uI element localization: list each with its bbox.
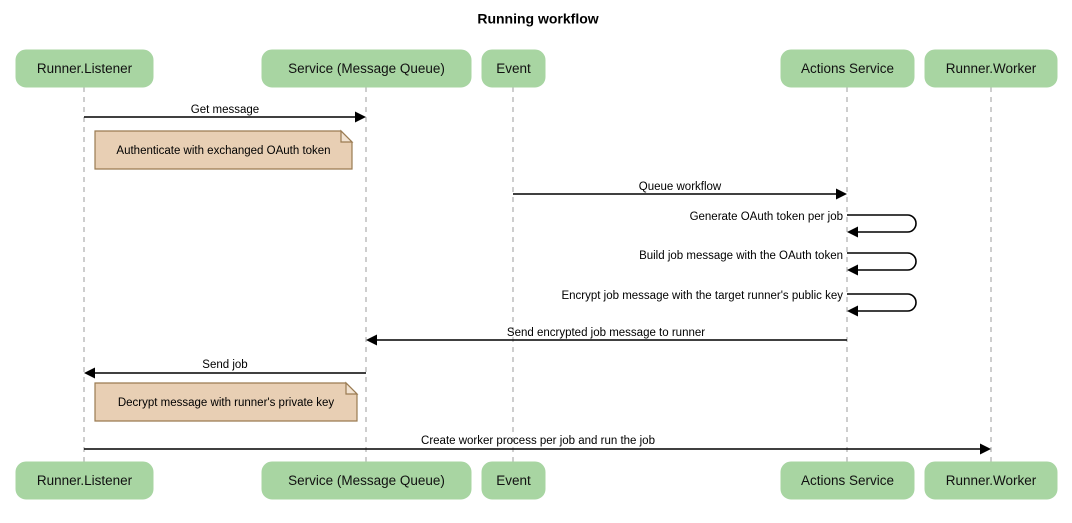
message-self-loop [847,293,917,312]
participant-runner-worker-bottom[interactable]: Runner.Worker [924,461,1058,500]
note-decrypt[interactable]: Decrypt message with runner's private ke… [94,381,359,422]
participant-label: Runner.Listener [37,61,133,76]
message-arrowhead [980,443,991,455]
participant-box [924,461,1058,500]
participant-label: Actions Service [801,473,894,488]
participant-label: Actions Service [801,61,894,76]
lifelines-layer [83,87,992,462]
participant-event-top[interactable]: Event [481,49,546,88]
participant-label: Event [496,473,531,488]
participant-box [15,461,154,500]
participant-box [780,461,915,500]
message-generate-oauth-token[interactable]: Generate OAuth token per job [690,211,917,238]
message-label: Create worker process per job and run th… [421,435,655,447]
participant-label: Event [496,61,531,76]
message-label: Generate OAuth token per job [690,211,843,223]
message-queue-workflow[interactable]: Queue workflow [513,181,847,200]
message-arrowhead [355,111,366,123]
participant-runner-listener-bottom[interactable]: Runner.Listener [15,461,154,500]
message-send-job[interactable]: Send job [84,359,366,379]
message-self-loop [847,252,917,271]
message-get-message[interactable]: Get message [84,104,366,123]
message-self-loop [847,214,917,233]
participant-box [780,49,915,88]
participant-label: Service (Message Queue) [288,61,445,76]
message-label: Build job message with the OAuth token [639,250,843,262]
participant-label: Runner.Worker [946,61,1037,76]
message-label: Send encrypted job message to runner [507,327,705,339]
participant-box [481,49,546,88]
note-body [94,130,353,170]
participants-top-layer: Runner.Listener Service (Message Queue) Ev… [15,49,1058,88]
participants-bottom-layer: Runner.Listener Service (Message Queue) Ev… [15,461,1058,500]
participant-runner-listener-top[interactable]: Runner.Listener [15,49,154,88]
participant-box [261,49,472,88]
message-arrowhead [366,334,377,346]
notes-layer: Authenticate with exchanged OAuth tokenD… [94,129,359,422]
participant-event-bottom[interactable]: Event [481,461,546,500]
note-label: Decrypt message with runner's private ke… [118,397,335,409]
note-authenticate[interactable]: Authenticate with exchanged OAuth token [94,129,354,170]
participant-label: Runner.Worker [946,473,1037,488]
participant-box [15,49,154,88]
title-layer: Running workflow [477,11,598,27]
message-arrowhead [847,264,858,276]
message-label: Get message [191,104,259,116]
message-arrowhead [847,226,858,238]
message-arrowhead [836,188,847,200]
note-label: Authenticate with exchanged OAuth token [116,145,330,157]
message-arrowhead [847,305,858,317]
note-fold-corner-icon [340,129,354,143]
participant-box [481,461,546,500]
participant-service-message-queue-bottom[interactable]: Service (Message Queue) [261,461,472,500]
participant-box [261,461,472,500]
message-create-worker-process[interactable]: Create worker process per job and run th… [84,435,991,455]
participant-runner-worker-top[interactable]: Runner.Worker [924,49,1058,88]
participant-box [924,49,1058,88]
message-label: Send job [202,359,247,371]
participant-actions-service-top[interactable]: Actions Service [780,49,915,88]
message-arrowhead [84,367,95,379]
note-fold-corner-icon [345,381,359,395]
participant-label: Service (Message Queue) [288,473,445,488]
participant-actions-service-bottom[interactable]: Actions Service [780,461,915,500]
message-label: Encrypt job message with the target runn… [561,290,843,302]
page-title: Running workflow [477,11,598,27]
note-body [94,382,358,422]
participant-label: Runner.Listener [37,473,133,488]
message-build-job-message[interactable]: Build job message with the OAuth token [639,250,917,276]
message-label: Queue workflow [639,181,722,193]
message-send-encrypted-job-message[interactable]: Send encrypted job message to runner [366,327,847,346]
participant-service-message-queue-top[interactable]: Service (Message Queue) [261,49,472,88]
message-encrypt-job-message[interactable]: Encrypt job message with the target runn… [561,290,917,317]
